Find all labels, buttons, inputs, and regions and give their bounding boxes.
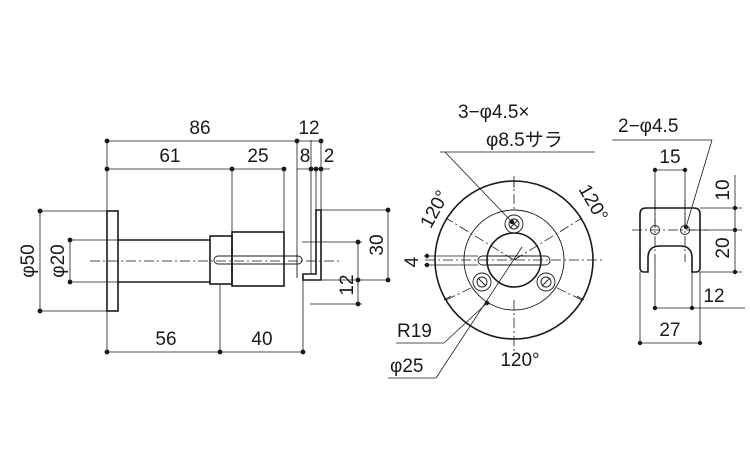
- dim-overall-length: 86: [189, 118, 210, 139]
- angle-top-right: 120°: [574, 181, 612, 226]
- front-slot: [477, 255, 551, 266]
- dim-inner-diameter: φ25: [390, 356, 423, 377]
- dim-flange-diameter: φ50: [18, 244, 39, 277]
- screw-hole-right: [536, 272, 556, 292]
- dim-body-length: 61: [159, 146, 180, 167]
- dim-lower-left: 56: [155, 329, 176, 350]
- dim-slot-depth: 20: [713, 237, 734, 258]
- head-body: [231, 231, 285, 287]
- side-view: 86 61 25 12 8 2 30 12 φ50: [18, 118, 391, 355]
- clip-holes-callout: 2−φ4.5: [618, 116, 678, 137]
- screw-hole-left: [472, 272, 492, 292]
- dim-tab-height: 30: [367, 234, 388, 255]
- dim-bottom-height: 12: [703, 286, 724, 307]
- dim-top-height: 10: [713, 179, 734, 200]
- dim-lower-right: 40: [251, 329, 272, 350]
- dim-hole-pitch: 15: [659, 147, 680, 168]
- front-view: 4 3−φ4.5× φ8.5サラ 120° 120° 120° R19 φ25: [388, 102, 612, 379]
- angle-top-left: 120°: [417, 187, 454, 232]
- dim-tab-width: 12: [298, 118, 319, 139]
- dim-tab-thickness: 8: [300, 146, 311, 167]
- bracket-tab: [302, 209, 322, 281]
- clip-body: [639, 207, 701, 273]
- dim-pipe-diameter: φ20: [48, 244, 69, 277]
- dim-head-length: 25: [247, 146, 268, 167]
- angle-bottom: 120°: [500, 350, 539, 371]
- holes-callout: 3−φ4.5×: [458, 102, 530, 123]
- dim-total-width: 27: [659, 320, 680, 341]
- slot: [213, 255, 303, 265]
- clip-view: 2−φ4.5 15 10 20 12 27: [612, 116, 745, 346]
- dim-tab-gap: 2: [324, 146, 335, 167]
- dim-tab-lower: 12: [337, 274, 358, 295]
- head-collar: [209, 235, 233, 285]
- dim-offset: 4: [402, 256, 423, 267]
- dim-radius: R19: [397, 321, 432, 342]
- holes-callout-countersink: φ8.5サラ: [486, 130, 563, 151]
